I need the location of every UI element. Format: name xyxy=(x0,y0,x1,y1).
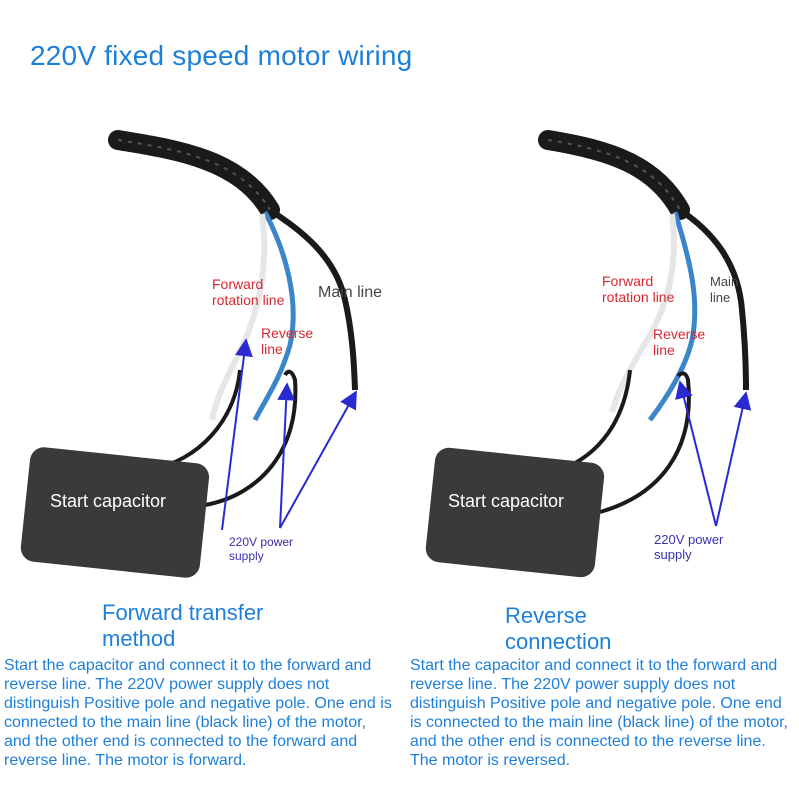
left-description: Start the capacitor and connect it to th… xyxy=(4,657,392,769)
right-capacitor-label: Start capacitor xyxy=(448,491,565,511)
left-arrow-3 xyxy=(279,390,357,529)
left-arrow-2 xyxy=(277,382,296,529)
left-power-supply-label: 220V power supply xyxy=(229,535,294,563)
left-main-wire xyxy=(268,207,358,391)
right-white-wire xyxy=(609,213,677,413)
page-title: 220V fixed speed motor wiring xyxy=(30,40,413,71)
left-heading: Forward transfer method xyxy=(102,600,264,651)
right-main-wire xyxy=(678,207,749,391)
left-capacitor-label: Start capacitor xyxy=(50,491,167,511)
right-capacitor-body xyxy=(425,447,605,578)
left-motor-cable xyxy=(108,130,280,220)
right-arrow-2 xyxy=(715,391,752,527)
left-arrow-1 xyxy=(221,338,253,531)
right-main-line-label: Main line xyxy=(710,274,739,305)
right-forward-rotation-label: Forward rotation line xyxy=(602,273,675,305)
left-forward-rotation-label: Forward rotation line xyxy=(212,276,285,308)
right-reverse-line-label: Reverse line xyxy=(653,326,706,358)
left-cap-lead-2 xyxy=(204,369,298,507)
right-heading: Reverse connection xyxy=(505,603,612,654)
right-power-supply-label: 220V power supply xyxy=(654,532,724,562)
right-blue-wire xyxy=(647,211,698,422)
left-blue-wire xyxy=(252,210,296,422)
right-motor-cable xyxy=(538,130,690,220)
right-description: Start the capacitor and connect it to th… xyxy=(410,657,788,769)
left-reverse-line-label: Reverse line xyxy=(261,325,314,357)
right-arrow-1 xyxy=(675,380,717,527)
left-capacitor-body xyxy=(20,447,210,578)
right-cap-lead-2 xyxy=(599,371,691,514)
left-main-line-label: Main line xyxy=(318,284,383,301)
